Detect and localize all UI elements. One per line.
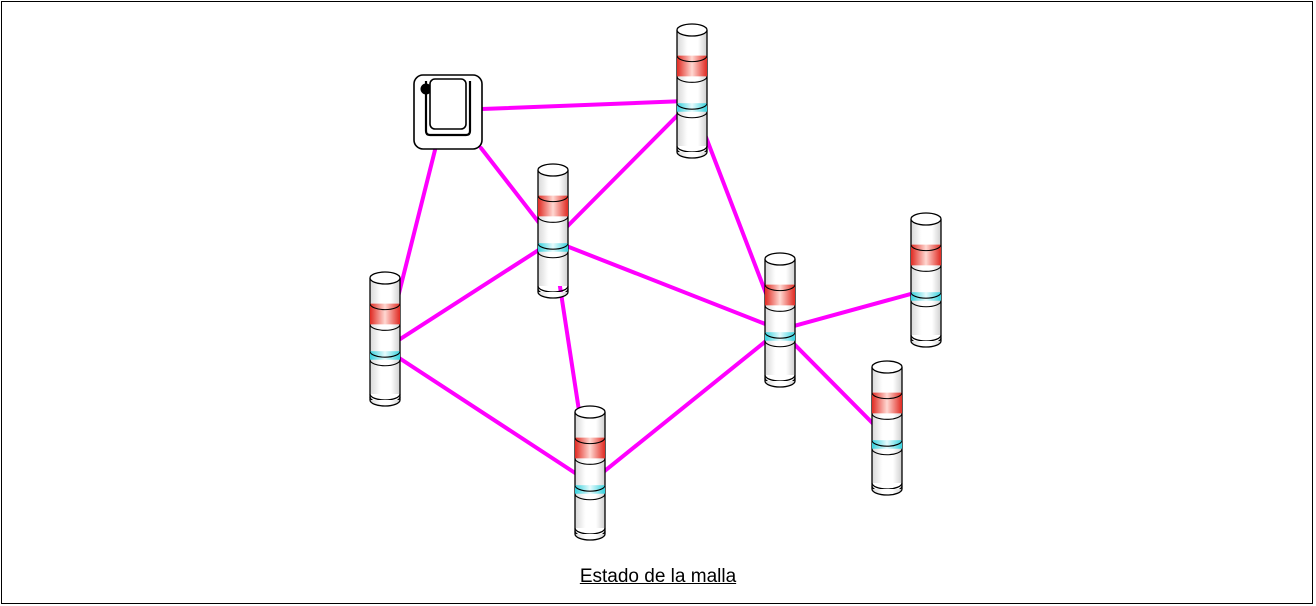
mesh-link-gateway-n2 bbox=[480, 98, 694, 111]
gateway-icon bbox=[413, 74, 483, 150]
signal-tower-icon bbox=[764, 252, 796, 388]
signal-tower-icon bbox=[871, 360, 903, 496]
signal-tower-icon bbox=[676, 23, 708, 159]
signal-tower-icon bbox=[537, 163, 569, 299]
mesh-link-n3-n5 bbox=[551, 238, 782, 332]
mesh-link-n2-n3 bbox=[551, 98, 694, 243]
mesh-link-n3-n1 bbox=[383, 238, 555, 351]
mesh-link-n1-n4 bbox=[383, 346, 592, 485]
mesh-link-n5-n7 bbox=[778, 327, 889, 440]
links-layer bbox=[383, 98, 928, 485]
mesh-link-n4-n5 bbox=[588, 327, 782, 485]
signal-tower-icon bbox=[369, 271, 401, 407]
signal-tower-icon bbox=[574, 405, 606, 541]
diagram-caption: Estado de la malla bbox=[579, 566, 737, 587]
nodes-layer bbox=[369, 23, 942, 541]
signal-tower-icon bbox=[910, 212, 942, 348]
mesh-link-n5-n6 bbox=[778, 287, 928, 332]
